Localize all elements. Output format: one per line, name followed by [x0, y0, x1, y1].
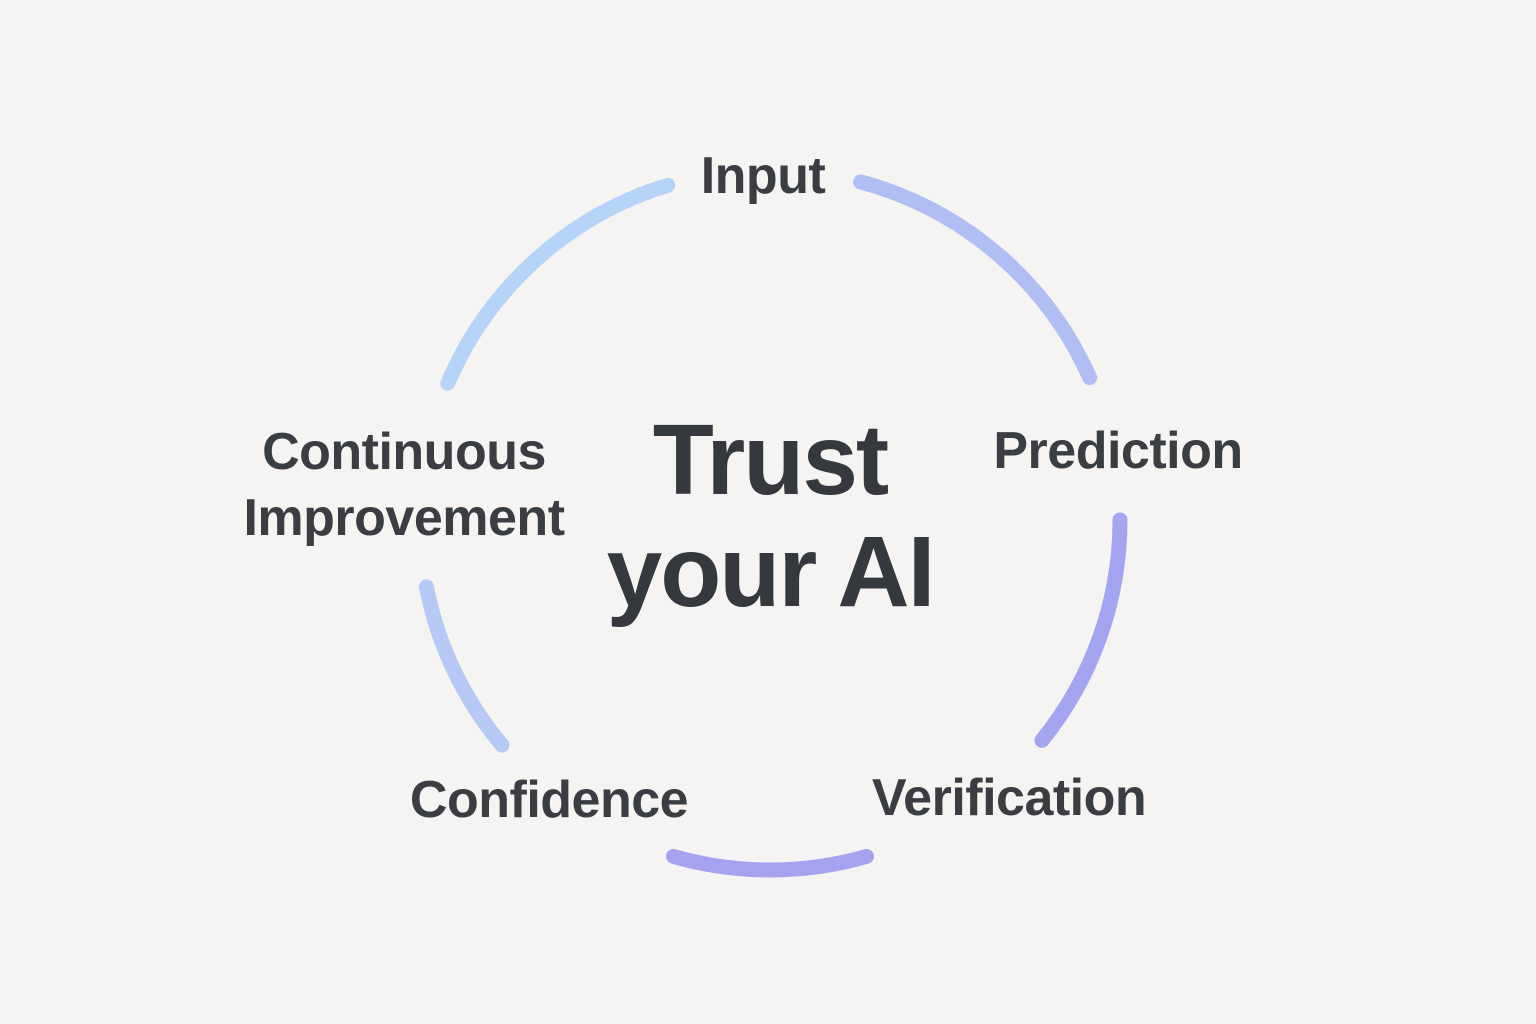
label-prediction: Prediction [993, 421, 1243, 480]
label-confidence: Confidence [409, 770, 689, 829]
center-title-line1: Trust [652, 404, 889, 516]
center-title: Trust your AI [606, 404, 936, 628]
arc-input-to-prediction [853, 174, 1098, 386]
arc-confidence-to-improvement [418, 579, 510, 753]
label-continuous-improvement: Continuous Improvement [243, 422, 565, 547]
label-input: Input [700, 146, 826, 205]
arc-prediction-to-verification [1034, 512, 1128, 748]
arc-improvement-to-input [440, 177, 676, 391]
center-title-line2: your AI [606, 516, 936, 628]
arc-verification-to-confidence [666, 848, 874, 878]
label-verification: Verification [871, 768, 1147, 827]
